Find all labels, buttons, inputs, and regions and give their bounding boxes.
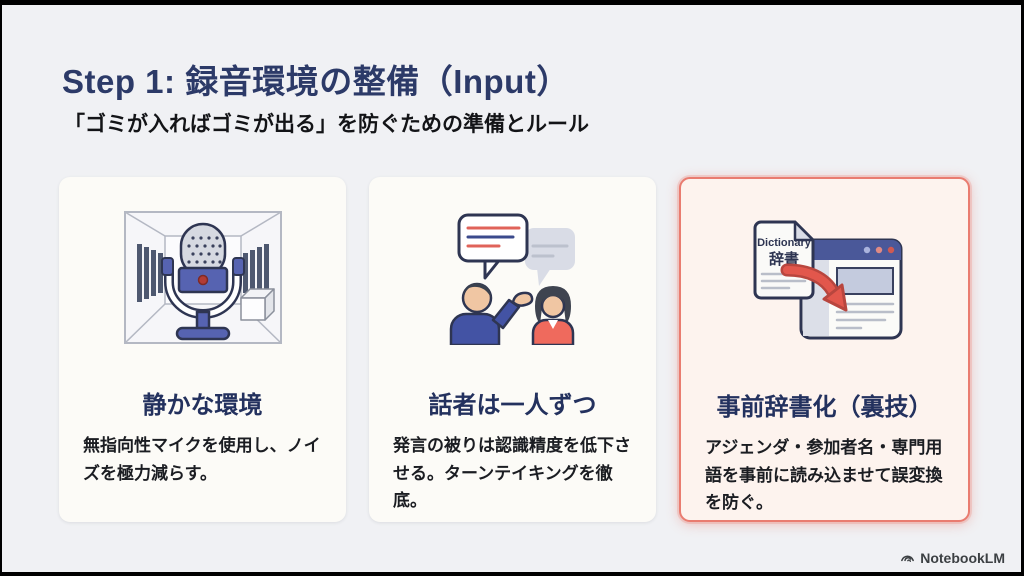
microphone-room-icon	[113, 207, 293, 347]
dictionary-label-en: Dictionary	[757, 237, 812, 249]
card-one-speaker-at-a-time: 話者は一人ずつ 発言の被りは認識精度を低下させる。ターンテイキングを徹底。	[369, 177, 656, 522]
dictionary-import-icon: Dictionary 辞書	[735, 209, 915, 349]
page-subtitle: 「ゴミが入ればゴミが出る」を防ぐための準備とルール	[64, 113, 589, 136]
dictionary-label-ja: 辞書	[768, 250, 798, 268]
conversation-icon	[423, 207, 603, 347]
card-body: 無指向性マイクを使用し、ノイズを極力減らす。	[83, 436, 321, 483]
slide: Step 1: 録音環境の整備（Input） 「ゴミが入ればゴミが出る」を防ぐた…	[2, 5, 1021, 572]
card-title: 事前辞書化（裏技）	[716, 394, 933, 421]
card-pre-dictionary: Dictionary 辞書 事前辞書化（裏技） アジェンダ	[679, 177, 970, 522]
card-title: 話者は一人ずつ	[428, 392, 597, 419]
card-title: 静かな環境	[142, 392, 263, 419]
notebooklm-logo-icon	[900, 551, 915, 566]
page-title: Step 1: 録音環境の整備（Input）	[62, 63, 570, 100]
footer: NotebookLM	[900, 550, 1005, 566]
card-quiet-environment: 静かな環境 無指向性マイクを使用し、ノイズを極力減らす。	[59, 177, 346, 522]
cards-row: 静かな環境 無指向性マイクを使用し、ノイズを極力減らす。	[59, 177, 970, 522]
footer-brand-label: NotebookLM	[920, 550, 1005, 566]
card-body: アジェンダ・参加者名・専門用語を事前に読み込ませて誤変換を防ぐ。	[705, 438, 943, 513]
card-body: 発言の被りは認識精度を低下させる。ターンテイキングを徹底。	[393, 436, 631, 511]
